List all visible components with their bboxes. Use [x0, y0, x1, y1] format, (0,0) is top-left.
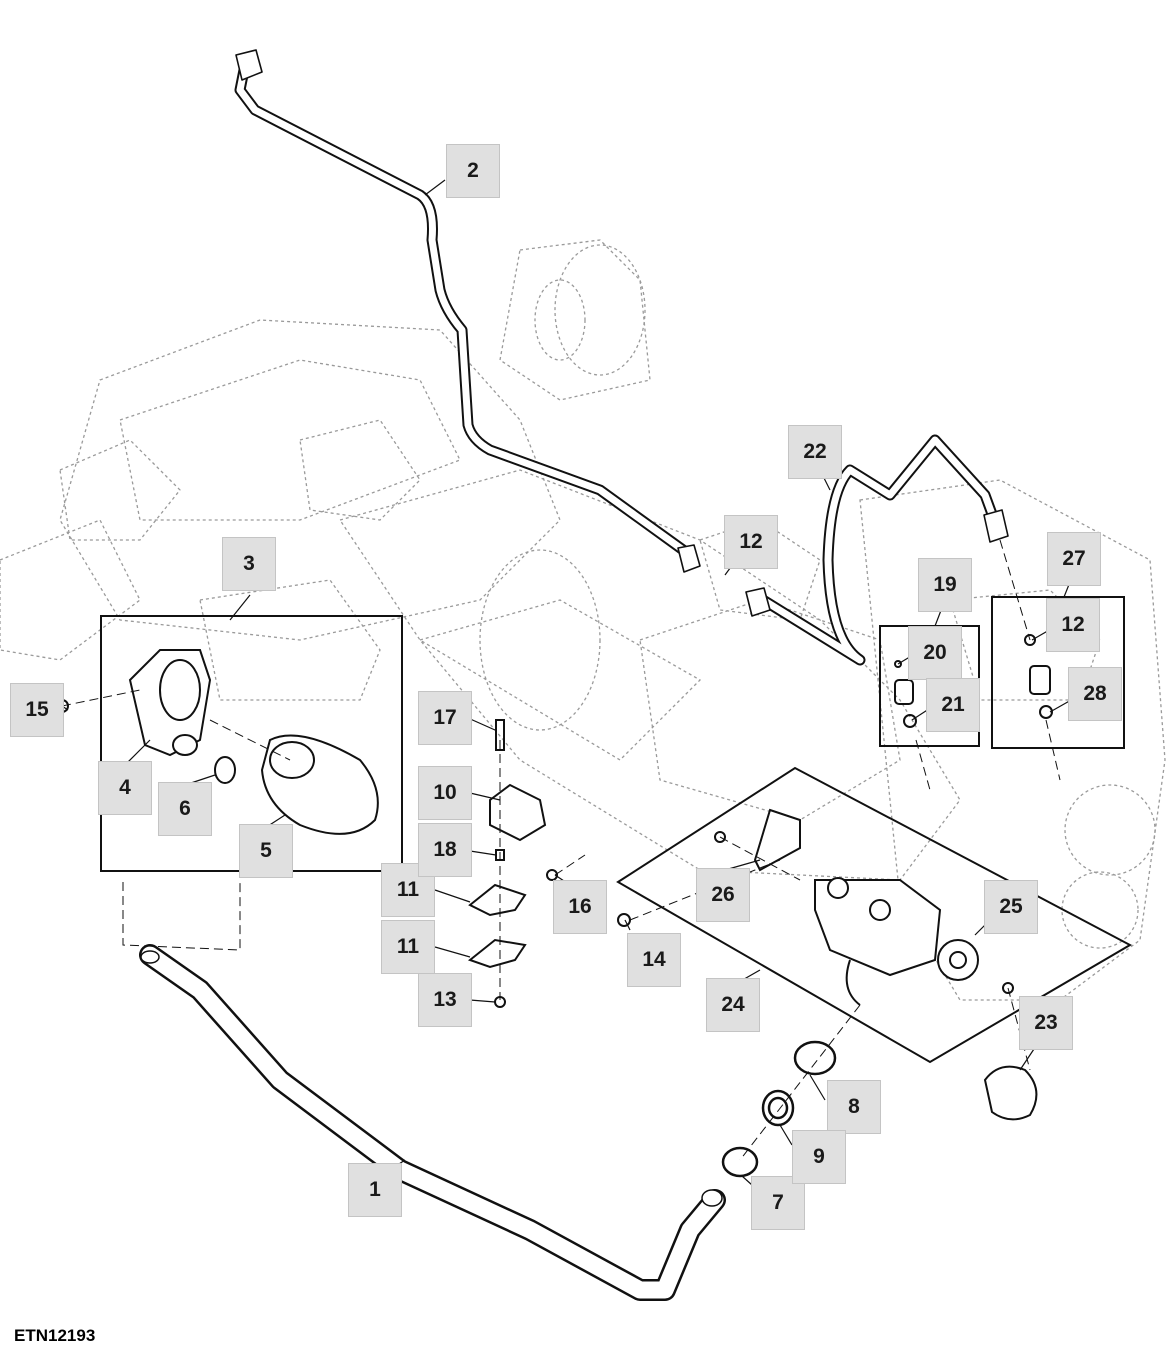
callout-10: 10	[418, 766, 472, 820]
callout-27: 27	[1047, 532, 1101, 586]
pump-assembly-group	[616, 766, 1133, 1064]
callout-21: 21	[926, 678, 980, 732]
callout-16: 16	[553, 880, 607, 934]
callout-13: 13	[418, 973, 472, 1027]
hose-1	[139, 944, 726, 1301]
tube-22	[745, 434, 1009, 666]
gasket-23	[983, 1065, 1038, 1121]
clamps-and-spring	[721, 1040, 837, 1178]
callout-17: 17	[418, 691, 472, 745]
callout-4: 4	[98, 761, 152, 815]
callout-7: 7	[751, 1176, 805, 1230]
filter-assembly-group	[100, 615, 403, 872]
callout-28: 28	[1068, 667, 1122, 721]
callout-6: 6	[158, 782, 212, 836]
callout-1: 1	[348, 1163, 402, 1217]
callout-24: 24	[706, 978, 760, 1032]
callout-8: 8	[827, 1080, 881, 1134]
callout-11b: 11	[381, 920, 435, 974]
tube-2	[234, 49, 701, 573]
callout-11a: 11	[381, 863, 435, 917]
callout-2: 2	[446, 144, 500, 198]
callout-12b: 12	[1046, 598, 1100, 652]
callout-19: 19	[918, 558, 972, 612]
callout-18: 18	[418, 823, 472, 877]
bracket-and-clips	[55, 699, 631, 1008]
callout-22: 22	[788, 425, 842, 479]
figure-id: ETN12193	[14, 1326, 96, 1345]
assembly-lines	[61, 539, 1061, 1161]
callout-26: 26	[696, 868, 750, 922]
callout-23: 23	[1019, 996, 1073, 1050]
callout-9: 9	[792, 1130, 846, 1184]
callout-5: 5	[239, 824, 293, 878]
callout-3: 3	[222, 537, 276, 591]
fitting-group-27	[991, 596, 1125, 749]
callout-20: 20	[908, 626, 962, 680]
callout-15: 15	[10, 683, 64, 737]
callout-12a: 12	[724, 515, 778, 569]
callout-25: 25	[984, 880, 1038, 934]
callout-14: 14	[627, 933, 681, 987]
